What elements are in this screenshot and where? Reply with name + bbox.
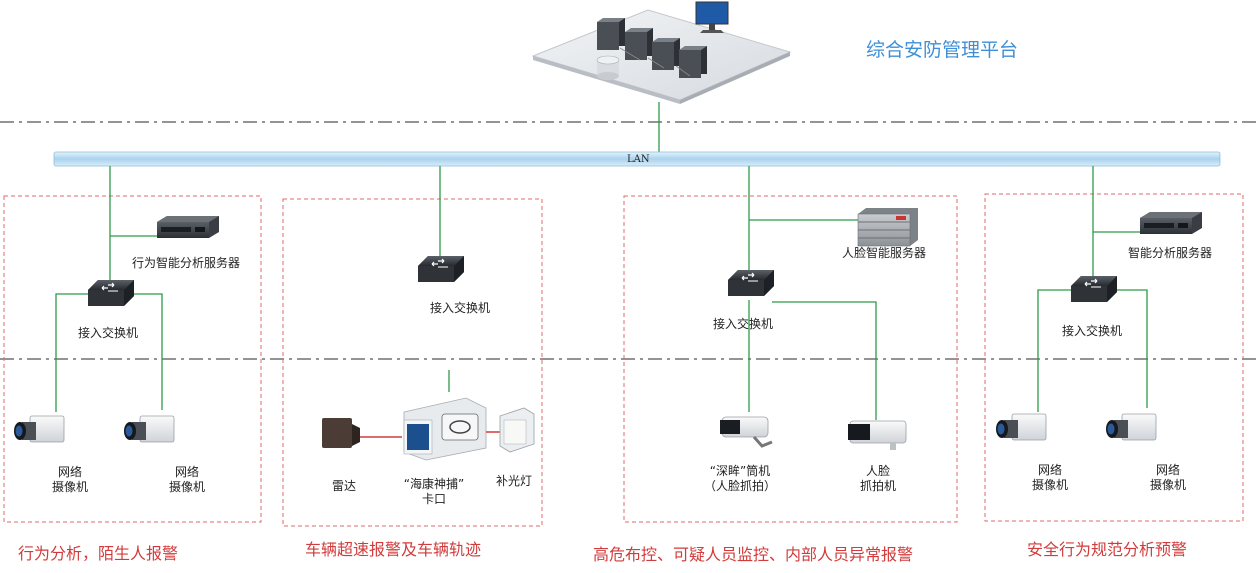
face-server-icon [857, 208, 918, 247]
checkpoint-camera-icon [403, 397, 487, 461]
platform-title: 综合安防管理平台 [866, 39, 1019, 61]
checkpoint-label: “海康神捕” 卡口 [403, 477, 465, 506]
face-capture-camera-label: 人脸 抓拍机 [859, 464, 896, 493]
zone-3-switch-icon [727, 269, 775, 297]
zone-box-2 [282, 198, 543, 527]
zone-4-server-label: 智能分析服务器 [1128, 246, 1213, 260]
zone-4-switch-icon [1070, 275, 1118, 303]
face-capture-camera-icon [848, 420, 907, 450]
zone-2-caption: 车辆超速报警及车辆轨迹 [305, 540, 482, 559]
zone-4-links [1037, 166, 1148, 412]
zone-1-switch-label: 接入交换机 [78, 326, 139, 340]
management-platform-icon [531, 1, 792, 104]
analysis-server-icon [1140, 212, 1202, 234]
zone-3-links [748, 166, 877, 420]
fill-light-icon [499, 407, 535, 453]
zone-4-camera-1-icon [995, 413, 1047, 441]
zone-4-camera-2-icon [1105, 413, 1157, 441]
zone-box-3 [623, 195, 958, 523]
zone-1-camera-2-icon [123, 415, 175, 443]
zone-1-switch-icon [87, 279, 135, 307]
bullet-camera-icon [720, 416, 773, 448]
radar-label: 雷达 [332, 479, 357, 493]
zone-1-links [55, 166, 163, 412]
lan-label: LAN [627, 154, 650, 165]
zone-box-1 [3, 195, 262, 523]
behavior-server-icon [157, 216, 219, 238]
zone-1-camera-1-icon [13, 415, 65, 443]
platform-storage-icon [596, 55, 620, 80]
zone-2-links [439, 166, 450, 392]
zone-3-caption: 高危布控、可疑人员监控、内部人员异常报警 [593, 545, 914, 564]
zone-4-caption: 安全行为规范分析预警 [1027, 540, 1188, 559]
platform-monitor-icon [695, 1, 729, 33]
zone-box-4 [984, 193, 1244, 522]
platform-server-tower-icon [597, 18, 707, 78]
zone-4-camera-1-label: 网络 摄像机 [1031, 463, 1068, 492]
zone-3-switch-label: 接入交换机 [713, 317, 774, 331]
zone-4-camera-2-label: 网络 摄像机 [1149, 463, 1186, 492]
zone-1-caption: 行为分析，陌生人报警 [18, 544, 179, 563]
zone-1-camera-1-label: 网络 摄像机 [51, 465, 88, 494]
lan-bus [53, 151, 1221, 167]
zone-1-server-label: 行为智能分析服务器 [132, 256, 241, 270]
zone-2-switch-label: 接入交换机 [430, 301, 491, 315]
radar-icon [322, 418, 360, 448]
zone-2-switch-icon [417, 255, 465, 283]
zone-4-switch-label: 接入交换机 [1062, 324, 1123, 338]
fill-light-label: 补光灯 [496, 474, 533, 488]
bullet-camera-label: “深眸”筒机 （人脸抓拍） [703, 464, 776, 493]
zone-1-camera-2-label: 网络 摄像机 [168, 465, 205, 494]
face-server-label: 人脸智能服务器 [842, 246, 927, 260]
